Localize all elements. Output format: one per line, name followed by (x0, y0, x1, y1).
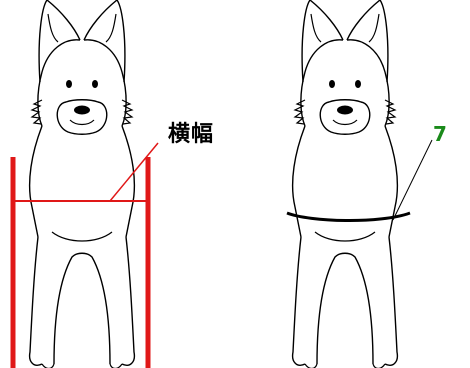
measurement-number-label: 7 (433, 122, 447, 146)
girth-leader-line (392, 139, 433, 221)
width-marker-group (10, 142, 159, 368)
left-dog-figure (28, 0, 136, 368)
right-dog-figure (291, 0, 399, 368)
width-leader-line (109, 142, 159, 202)
girth-marker-group (286, 139, 433, 222)
width-label: 横幅 (168, 122, 215, 147)
girth-curve (286, 211, 411, 222)
